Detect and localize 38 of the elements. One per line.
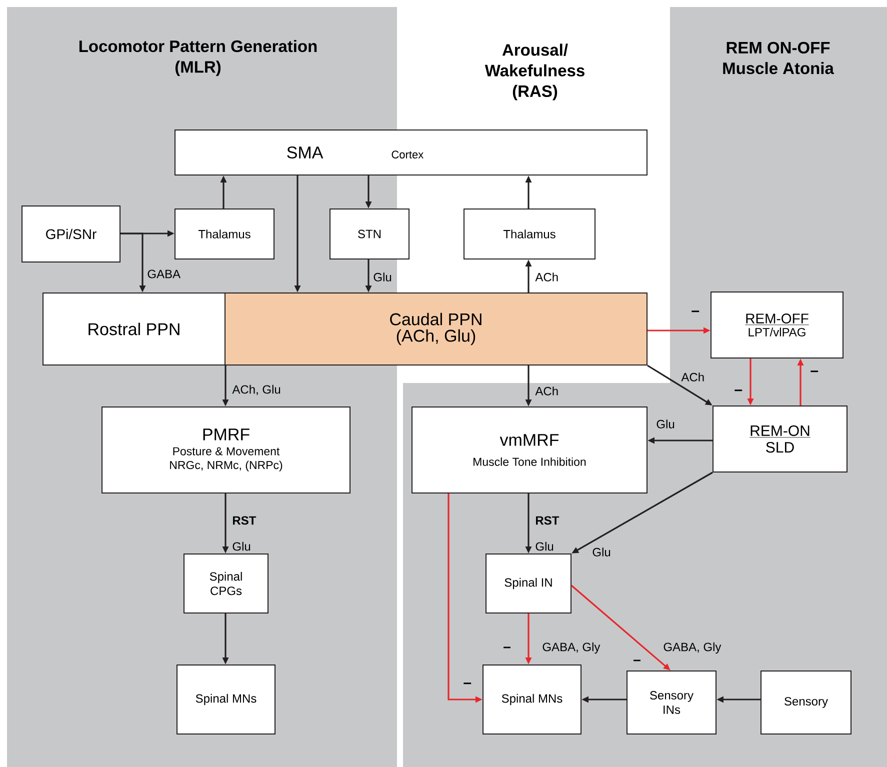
box: Spinal IN <box>486 554 572 614</box>
edge-label: Glu <box>655 418 676 430</box>
box: Sensory <box>760 670 852 734</box>
panel-heading: Locomotor Pattern Generation (MLR) <box>79 40 317 76</box>
box: Spinal CPGs <box>184 554 268 614</box>
box: PMRF Posture & Movement NRGc, NRMc, (NRPc) <box>102 406 350 494</box>
box: Spinal MNs <box>482 664 582 734</box>
box: SMA Cortex <box>174 130 648 176</box>
minus-sign: – <box>690 310 701 316</box>
edge-label: ACh <box>534 386 560 396</box>
box: Caudal PPN (ACh, Glu) <box>224 292 648 366</box>
edge-label: GABA, Gly <box>541 641 602 655</box>
box: REM-ON SLD <box>712 406 848 472</box>
box: vmMRF Muscle Tone Inhibition <box>412 406 648 494</box>
edge-label: GABA, Gly <box>662 641 722 655</box>
box: GPi/SNr <box>22 206 120 262</box>
box: Spinal MNs <box>176 664 276 734</box>
minus-sign: – <box>809 370 820 376</box>
box: Thalamus <box>464 208 596 260</box>
box: REM-OFF LPT/vlPAG <box>710 292 844 358</box>
edge-label: Glu <box>372 272 393 282</box>
edge-label: GABA <box>146 268 182 280</box>
minus-sign: – <box>634 660 640 662</box>
minus-sign: – <box>462 682 473 688</box>
panel-heading: REM ON-OFF Muscle Atonia <box>723 42 834 74</box>
box: Thalamus <box>174 208 274 260</box>
minus-sign: – <box>504 646 510 648</box>
box: STN <box>330 208 410 260</box>
box: Rostral PPN <box>42 292 226 366</box>
edge-label: RST Glu <box>231 515 262 552</box>
edge-label: ACh, Glu <box>231 384 282 396</box>
edge-label: ACh <box>680 372 706 382</box>
edge-label: RST Glu <box>534 515 564 552</box>
edge-label: ACh <box>534 272 560 282</box>
box: Sensory INs <box>626 670 716 734</box>
panel-heading: Arousal/ Wakefulness (RAS) <box>484 44 584 100</box>
edge-label: Glu <box>591 546 612 558</box>
minus-sign: – <box>733 388 744 396</box>
